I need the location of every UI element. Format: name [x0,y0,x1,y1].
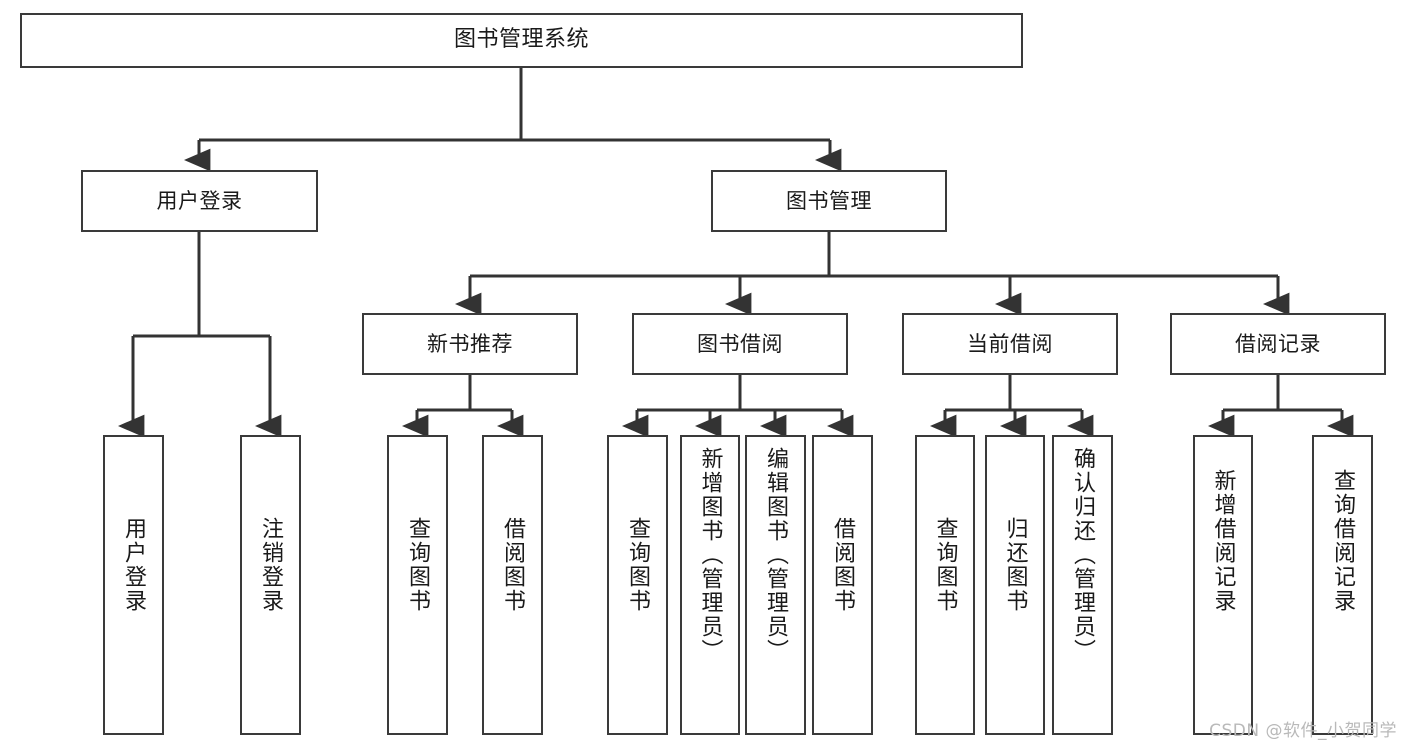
node-leaf-edit-book-admin[interactable]: 编辑图书（管理员） [745,435,806,735]
node-leaf-borrow-book-1-label: 借阅图书 [500,517,526,613]
node-leaf-query-book-2[interactable]: 查询图书 [607,435,668,735]
node-leaf-add-book-admin[interactable]: 新增图书（管理员） [680,435,740,735]
node-user-login[interactable]: 用户登录 [81,170,318,232]
node-leaf-borrow-book-2[interactable]: 借阅图书 [812,435,873,735]
node-leaf-logout-login[interactable]: 注销登录 [240,435,301,735]
node-leaf-add-book-admin-label: 新增图书（管理员） [697,447,723,663]
node-leaf-query-borrow-record[interactable]: 查询借阅记录 [1312,435,1373,735]
node-root[interactable]: 图书管理系统 [20,13,1023,68]
node-leaf-query-book-1[interactable]: 查询图书 [387,435,448,735]
node-user-login-label: 用户登录 [156,188,243,213]
node-book-management[interactable]: 图书管理 [711,170,947,232]
node-leaf-add-borrow-record-label: 新增借阅记录 [1210,469,1236,613]
node-leaf-edit-book-admin-label: 编辑图书（管理员） [763,447,789,663]
node-book-borrow[interactable]: 图书借阅 [632,313,848,375]
node-book-management-label: 图书管理 [786,188,872,213]
node-leaf-return-book-label: 归还图书 [1002,517,1028,613]
node-leaf-confirm-return-admin[interactable]: 确认归还（管理员） [1052,435,1113,735]
node-current-borrow[interactable]: 当前借阅 [902,313,1118,375]
node-leaf-user-login[interactable]: 用户登录 [103,435,164,735]
node-leaf-query-book-1-label: 查询图书 [405,517,431,613]
node-current-borrow-label: 当前借阅 [967,331,1053,356]
node-leaf-query-borrow-record-label: 查询借阅记录 [1330,469,1356,613]
node-new-book-recommend[interactable]: 新书推荐 [362,313,578,375]
node-leaf-query-book-3-label: 查询图书 [932,517,958,613]
node-leaf-user-login-label: 用户登录 [121,517,147,613]
node-new-book-recommend-label: 新书推荐 [427,331,513,356]
node-leaf-logout-login-label: 注销登录 [258,517,284,613]
node-root-label: 图书管理系统 [453,27,589,53]
node-leaf-borrow-book-1[interactable]: 借阅图书 [482,435,543,735]
node-borrow-record[interactable]: 借阅记录 [1170,313,1386,375]
node-book-borrow-label: 图书借阅 [697,331,783,356]
node-leaf-confirm-return-admin-label: 确认归还（管理员） [1070,447,1096,663]
node-leaf-add-borrow-record[interactable]: 新增借阅记录 [1193,435,1253,735]
node-leaf-borrow-book-2-label: 借阅图书 [830,517,856,613]
node-leaf-query-book-2-label: 查询图书 [625,517,651,613]
node-leaf-return-book[interactable]: 归还图书 [985,435,1045,735]
node-leaf-query-book-3[interactable]: 查询图书 [915,435,975,735]
csdn-watermark: CSDN @软件_小贺同学 [1209,721,1397,741]
node-borrow-record-label: 借阅记录 [1235,331,1321,356]
